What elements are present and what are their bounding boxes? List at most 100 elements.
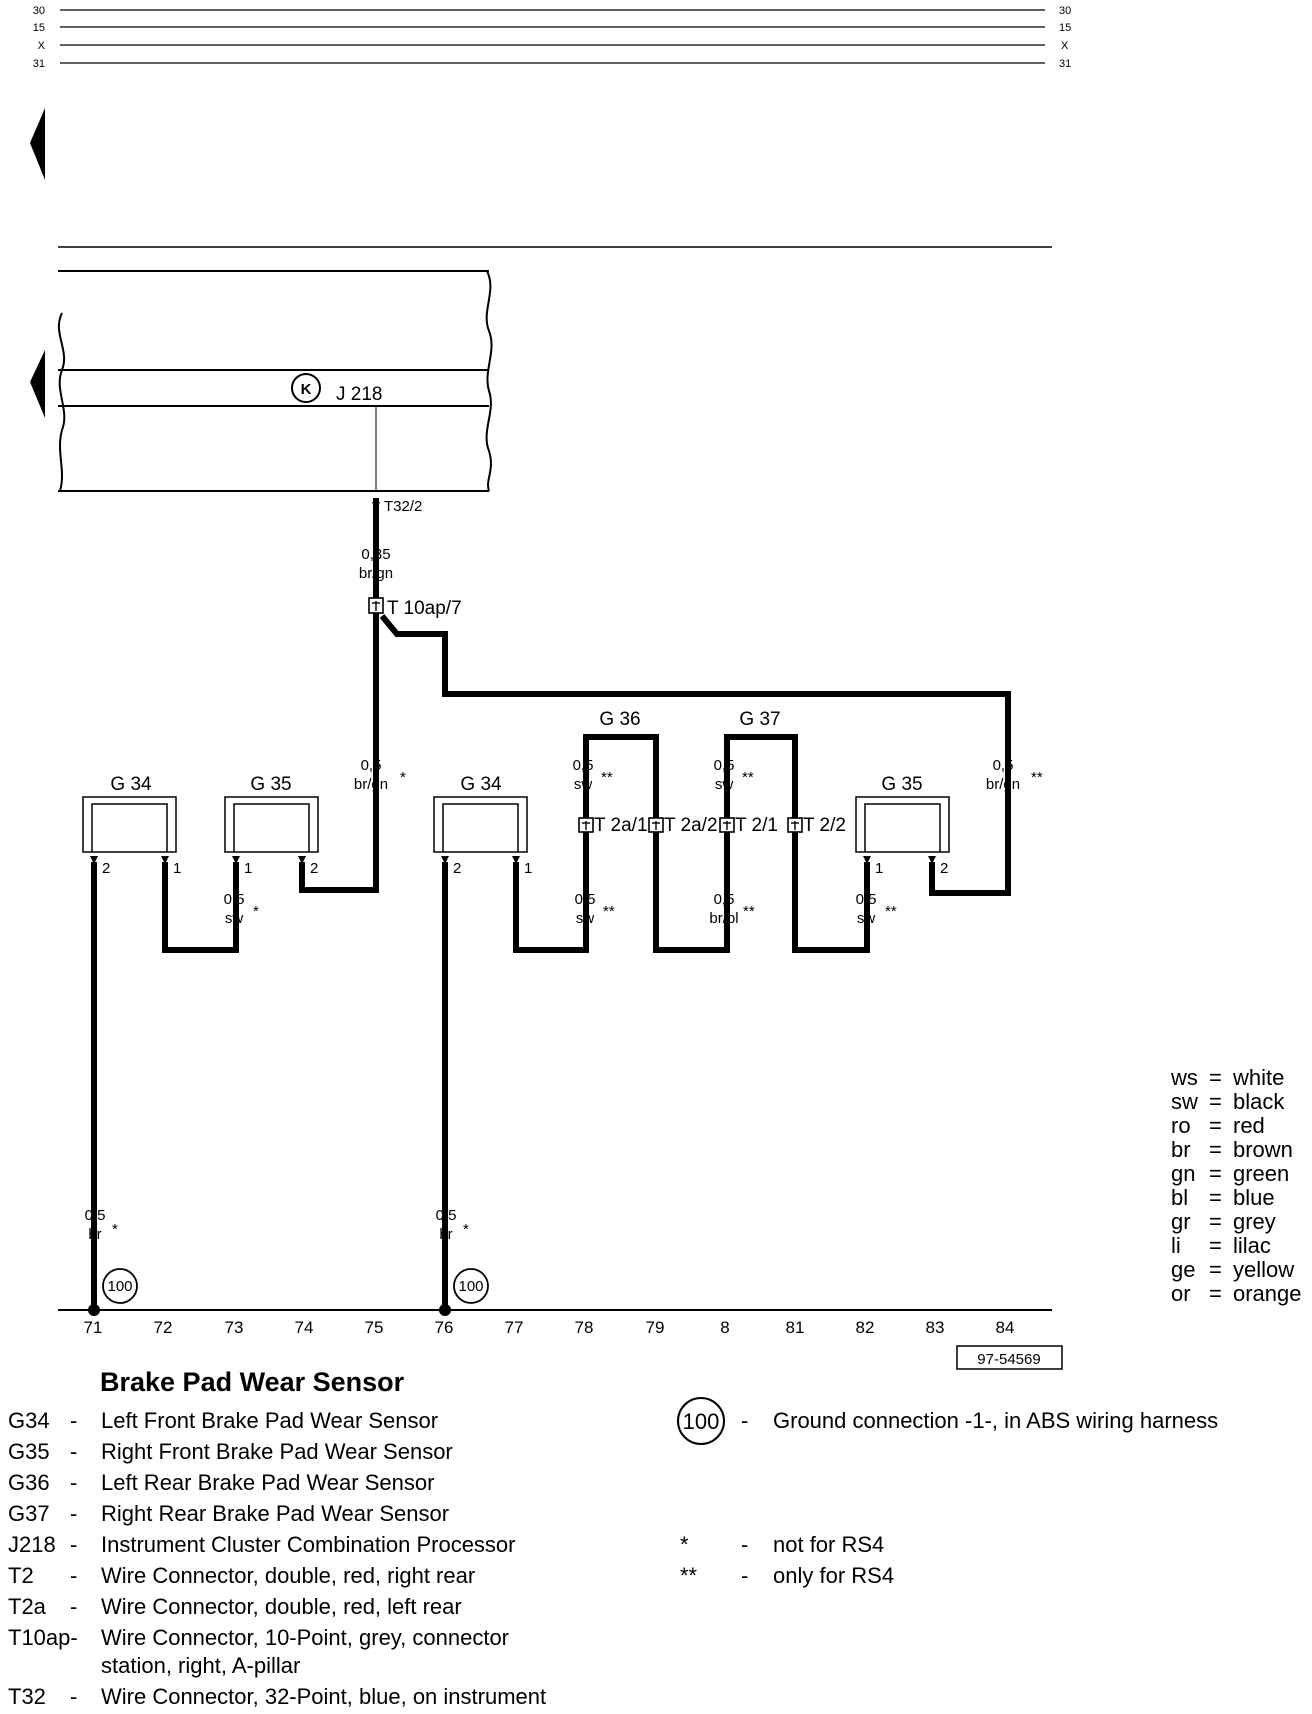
wire-75-color: br/gn bbox=[354, 776, 388, 793]
color-code-sw: sw bbox=[1171, 1089, 1198, 1114]
legend-ground-icon bbox=[677, 1397, 725, 1445]
color-name-blue: blue bbox=[1233, 1185, 1275, 1210]
color-name-yellow: yellow bbox=[1233, 1257, 1294, 1282]
legend-text: Left Front Brake Pad Wear Sensor bbox=[101, 1408, 438, 1433]
legend-note-sep: - bbox=[741, 1532, 748, 1557]
wire-75-gauge: 0,5 bbox=[361, 757, 382, 774]
label-g34-left: G 34 bbox=[110, 774, 152, 795]
pin-g34l-2: 2 bbox=[102, 860, 110, 877]
legend-note-text: only for RS4 bbox=[773, 1563, 894, 1588]
legend-text: Wire Connector, 10-Point, grey, connecto… bbox=[101, 1625, 509, 1650]
wire-82-mark: ** bbox=[885, 903, 897, 920]
color-code-gn: gn bbox=[1171, 1161, 1195, 1186]
wire-84-mark: ** bbox=[1031, 769, 1043, 786]
color-code-ws: ws bbox=[1170, 1065, 1198, 1090]
color-name-black: black bbox=[1233, 1089, 1285, 1114]
wire-8-mark: ** bbox=[742, 769, 754, 786]
legend-sep: - bbox=[70, 1684, 77, 1709]
cluster-symbol-letter: K bbox=[301, 381, 312, 398]
color-name-brown: brown bbox=[1233, 1137, 1293, 1162]
bus-label-31-left: 31 bbox=[33, 58, 45, 70]
legend-code: T10ap- bbox=[8, 1625, 78, 1650]
wire-8-gauge: 0,5 bbox=[714, 757, 735, 774]
legend-code: T2a bbox=[8, 1594, 47, 1619]
label-g36: G 36 bbox=[599, 709, 640, 730]
connector-t21 bbox=[719, 817, 735, 833]
label-g35-right: G 35 bbox=[881, 774, 922, 795]
bus-lines bbox=[60, 9, 1045, 64]
connector-t22 bbox=[787, 817, 803, 833]
legend-items: G34 - Left Front Brake Pad Wear Sensor G… bbox=[8, 1408, 546, 1709]
color-code-bl: bl bbox=[1171, 1185, 1188, 1210]
legend-code: J218 bbox=[8, 1532, 56, 1557]
legend-note-mark: * bbox=[680, 1532, 689, 1557]
pin-g35r-2: 2 bbox=[940, 860, 948, 877]
color-code-sep: = bbox=[1209, 1257, 1222, 1282]
color-code-br: br bbox=[1171, 1137, 1191, 1162]
label-t10ap: T 10ap/7 bbox=[387, 598, 462, 619]
drawing-number-box bbox=[956, 1345, 1063, 1370]
column-number: 77 bbox=[505, 1318, 524, 1337]
wire-71-mark: * bbox=[112, 1221, 118, 1238]
color-name-orange: orange bbox=[1233, 1281, 1302, 1306]
pin-g34r-2: 2 bbox=[453, 860, 461, 877]
wire-8b-gauge: 0,5 bbox=[714, 891, 735, 908]
continuation-arrow-icon bbox=[30, 108, 45, 180]
legend-title: Brake Pad Wear Sensor bbox=[100, 1367, 405, 1397]
instrument-cluster-box bbox=[57, 270, 493, 492]
column-number: 78 bbox=[575, 1318, 594, 1337]
wire-main-gauge: 0,35 bbox=[361, 546, 390, 563]
column-number: 83 bbox=[926, 1318, 945, 1337]
column-number: 82 bbox=[856, 1318, 875, 1337]
color-code-sep: = bbox=[1209, 1137, 1222, 1162]
wire-78b-gauge: 0,5 bbox=[575, 891, 596, 908]
drawing-number: 97-54569 bbox=[977, 1351, 1040, 1368]
legend-text: Wire Connector, 32-Point, blue, on instr… bbox=[101, 1684, 546, 1709]
legend-code: G34 bbox=[8, 1408, 50, 1433]
color-code-gr: gr bbox=[1171, 1209, 1191, 1234]
wire-84-color: br/gn bbox=[986, 776, 1020, 793]
connector-t2a2 bbox=[648, 817, 664, 833]
ground-label-right: 100 bbox=[458, 1278, 483, 1295]
wire-82-color: sw bbox=[857, 910, 876, 927]
wire-8-color: sw bbox=[715, 776, 734, 793]
wire-73-color: sw bbox=[225, 910, 244, 927]
cluster-symbol-icon bbox=[291, 373, 321, 403]
color-name-white: white bbox=[1232, 1065, 1284, 1090]
ground-icon-left bbox=[102, 1268, 138, 1304]
wire-76-gauge: 0,5 bbox=[436, 1207, 457, 1224]
wire-71-gauge: 0,5 bbox=[85, 1207, 106, 1224]
color-name-red: red bbox=[1233, 1113, 1265, 1138]
color-name-lilac: lilac bbox=[1233, 1233, 1271, 1258]
label-t2a2: T 2a/2 bbox=[664, 815, 718, 836]
label-g34-right: G 34 bbox=[460, 774, 502, 795]
color-code-sep: = bbox=[1209, 1089, 1222, 1114]
color-code-li: li bbox=[1171, 1233, 1181, 1258]
legend-text-continued: station, right, A-pillar bbox=[101, 1653, 300, 1678]
label-g37: G 37 bbox=[739, 709, 780, 730]
color-code-sep: = bbox=[1209, 1233, 1222, 1258]
wire-8b-mark: ** bbox=[743, 903, 755, 920]
wire-73-gauge: 0,5 bbox=[224, 891, 245, 908]
label-t21: T 2/1 bbox=[735, 815, 778, 836]
color-code-sep: = bbox=[1209, 1113, 1222, 1138]
cluster-label-j218: J 218 bbox=[336, 384, 382, 405]
label-g35-left: G 35 bbox=[250, 774, 291, 795]
label-t22: T 2/2 bbox=[803, 815, 846, 836]
bus-label-15-right: 15 bbox=[1059, 22, 1071, 34]
legend-note-mark: ** bbox=[680, 1563, 698, 1588]
bus-label-x-right: X bbox=[1061, 40, 1069, 52]
legend-text: Wire Connector, double, red, right rear bbox=[101, 1563, 475, 1588]
wire-main-color: br/gn bbox=[359, 565, 393, 582]
wire-78-color: sw bbox=[574, 776, 593, 793]
ground-icon-right bbox=[453, 1268, 489, 1304]
bus-label-30-right: 30 bbox=[1059, 5, 1071, 17]
legend-text: Wire Connector, double, red, left rear bbox=[101, 1594, 462, 1619]
legend-text: Instrument Cluster Combination Processor bbox=[101, 1532, 516, 1557]
column-number: 79 bbox=[646, 1318, 665, 1337]
column-number: 73 bbox=[225, 1318, 244, 1337]
legend-text: Right Rear Brake Pad Wear Sensor bbox=[101, 1501, 449, 1526]
column-numbers: 71 72 73 74 75 76 77 78 79 8 81 82 83 84 bbox=[84, 1318, 1015, 1337]
column-number: 71 bbox=[84, 1318, 103, 1337]
